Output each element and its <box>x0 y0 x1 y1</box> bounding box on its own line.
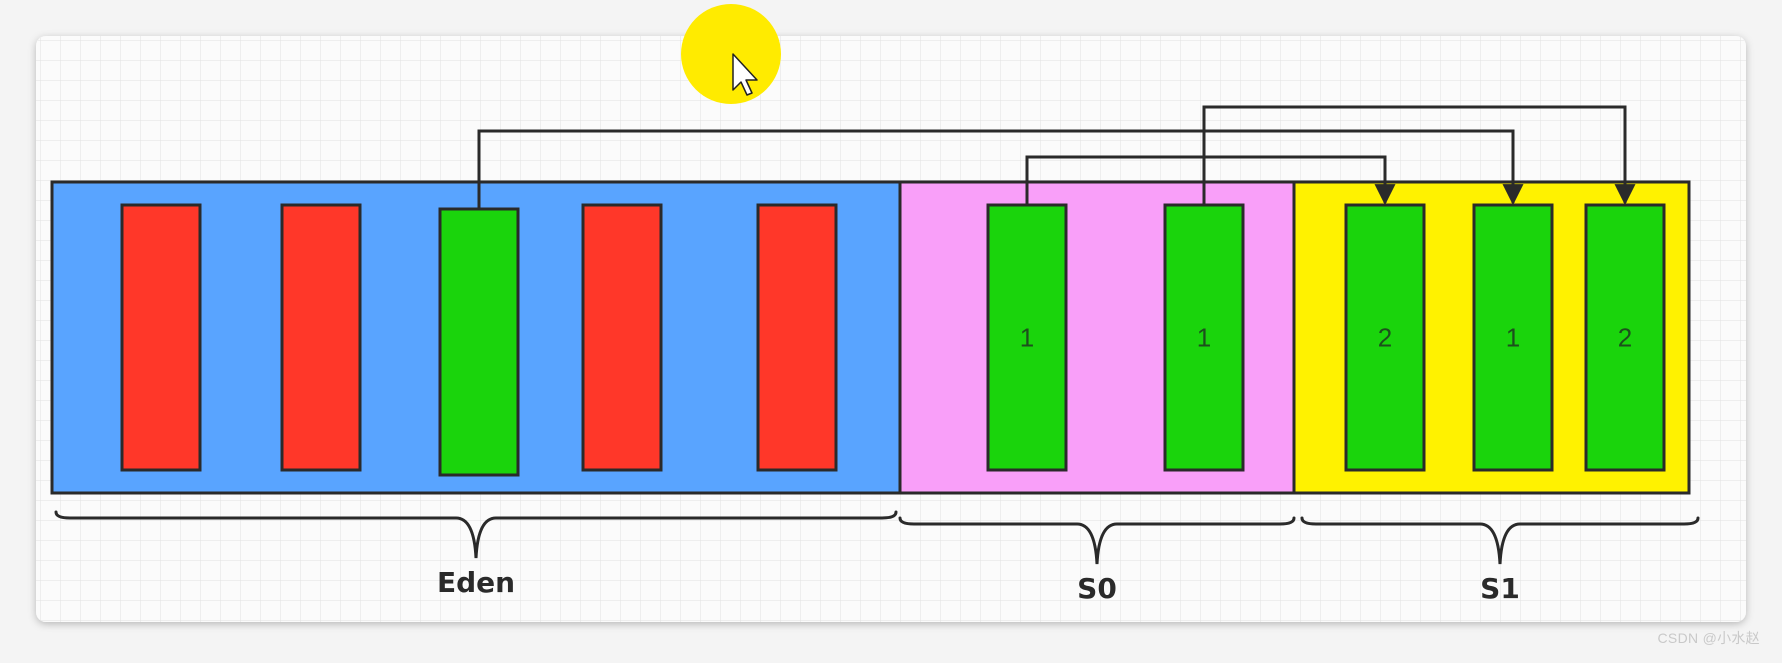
region-label-s0: S0 <box>1077 572 1117 605</box>
promotion-arrow <box>477 129 1524 209</box>
object-age-label: 1 <box>1506 323 1520 353</box>
brace-s1 <box>1300 516 1700 565</box>
heap-object-garbage <box>280 203 362 472</box>
object-block <box>438 207 520 477</box>
object-block <box>1472 203 1554 472</box>
heap-object-live <box>438 207 520 477</box>
heap-object-live: 1 <box>1163 203 1245 472</box>
brace-eden <box>54 510 898 559</box>
object-block <box>1584 203 1666 472</box>
object-age-label: 1 <box>1020 323 1034 353</box>
object-age-label: 1 <box>1197 323 1211 353</box>
heap-object-live: 2 <box>1584 203 1666 472</box>
braces-layer: Eden S0 S1 <box>54 510 1700 605</box>
heap-object-garbage <box>120 203 202 472</box>
object-block <box>756 203 838 472</box>
heap-object-live: 2 <box>1344 203 1426 472</box>
object-block <box>1163 203 1245 472</box>
cursor-highlight <box>681 4 781 104</box>
heap-object-live: 1 <box>1472 203 1554 472</box>
heap-object-garbage <box>756 203 838 472</box>
arrows-layer <box>477 105 1636 209</box>
region-label-s1: S1 <box>1480 572 1520 605</box>
object-block <box>280 203 362 472</box>
objects-layer: 1 1 2 1 2 <box>120 203 1666 477</box>
promotion-arrow <box>1025 155 1396 206</box>
object-block <box>1344 203 1426 472</box>
object-block <box>120 203 202 472</box>
mouse-pointer-icon <box>732 53 758 96</box>
object-block <box>986 203 1068 472</box>
heap-object-garbage <box>581 203 663 472</box>
object-block <box>581 203 663 472</box>
object-age-label: 2 <box>1618 323 1632 353</box>
object-age-label: 2 <box>1378 323 1392 353</box>
watermark: CSDN @小水赵 <box>1657 630 1760 646</box>
region-label-eden: Eden <box>437 566 515 599</box>
promotion-arrow <box>1202 105 1636 206</box>
heap-object-live: 1 <box>986 203 1068 472</box>
brace-s0 <box>898 516 1296 565</box>
